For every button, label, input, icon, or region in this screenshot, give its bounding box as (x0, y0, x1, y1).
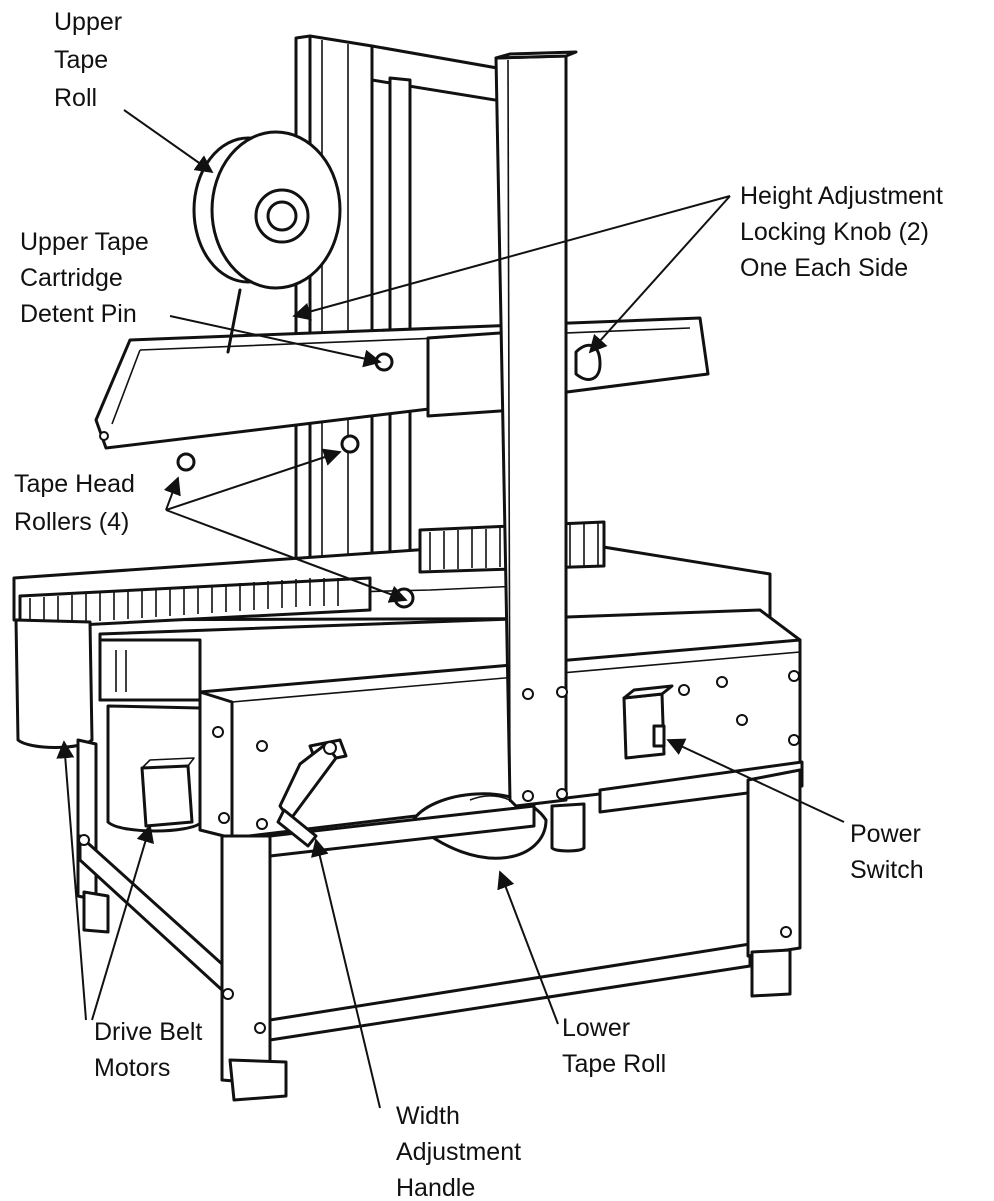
power-switch (622, 684, 674, 760)
upper-tape-cartridge-detent-pin-label: Upper Tape Cartridge Detent Pin (20, 228, 156, 328)
front-column (494, 50, 578, 808)
callout-labels: Upper Tape Roll Upper Tape Cartridge Det… (14, 8, 950, 1201)
power-switch-label: Power Switch (850, 820, 928, 884)
upper-tape-roll (192, 130, 342, 354)
width-adjustment-handle-label: Width Adjustment Handle (396, 1102, 528, 1201)
leader-lines (56, 109, 845, 1109)
lower-tape-roll-label: Lower Tape Roll (562, 1014, 666, 1078)
height-adjustment-locking-knob-label: Height Adjustment Locking Knob (2) One E… (740, 182, 950, 282)
width-adjustment-handle (276, 738, 348, 848)
tape-head-rollers-label: Tape Head Rollers (4) (14, 470, 142, 536)
back-column (294, 34, 522, 564)
conveyor-bed (12, 520, 802, 702)
case-sealer-machine (12, 34, 804, 1102)
upper-tape-roll-label: Upper Tape Roll (54, 8, 129, 112)
machine-frame (76, 738, 804, 1102)
drive-belt-motors-label: Drive Belt Motors (94, 1018, 209, 1082)
